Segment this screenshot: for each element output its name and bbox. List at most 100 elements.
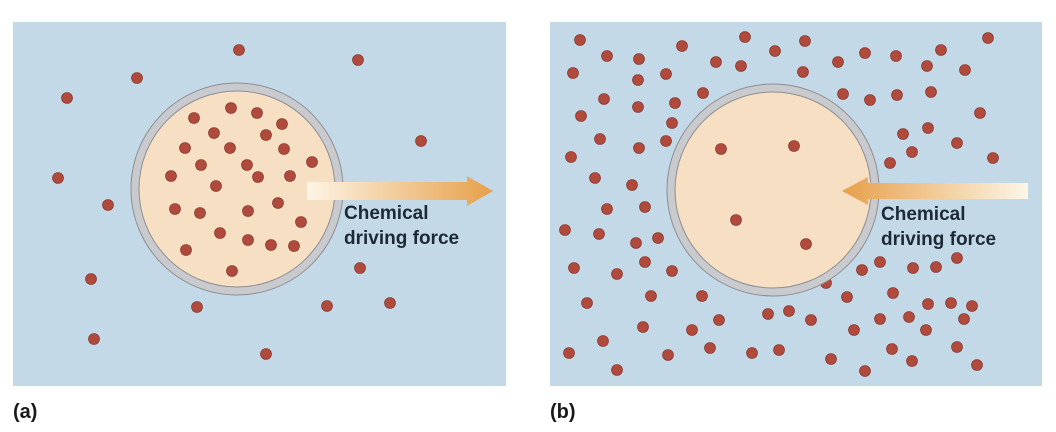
panel-a-outside-particle	[191, 301, 203, 313]
panel-a-inside-particle	[208, 127, 220, 139]
panel-b-outside-particle	[890, 50, 902, 62]
panel-a-cell-interior	[139, 91, 335, 287]
panel-b-outside-particle	[841, 291, 853, 303]
panel-b-outside-particle	[797, 66, 809, 78]
panel-b-outside-particles	[559, 31, 999, 377]
panel-a-inside-particle	[188, 112, 200, 124]
panel-a-inside-particle	[295, 216, 307, 228]
panel-b-outside-particle	[859, 365, 871, 377]
panel-b-outside-particle	[832, 56, 844, 68]
panel-b-outside-particle	[594, 133, 606, 145]
panel-b-arrow-label-line2: driving force	[881, 229, 996, 250]
panel-b-outside-particle	[710, 56, 722, 68]
panel-b-outside-particle	[907, 262, 919, 274]
panel-a-inside-particle	[276, 118, 288, 130]
panel-b-outside-particle	[762, 308, 774, 320]
panel-b-outside-particle	[769, 45, 781, 57]
panel-b-outside-particle	[848, 324, 860, 336]
panel-a-outside-particle	[88, 333, 100, 345]
panel-b-outside-particle	[639, 256, 651, 268]
panel-a-outside-particle	[102, 199, 114, 211]
panel-b-inside-particle	[800, 238, 812, 250]
panel-a-inside-particle	[278, 143, 290, 155]
panel-a-arrow-label-line1: Chemical	[344, 203, 428, 224]
panel-a: Chemical driving force	[13, 22, 506, 386]
panel-b-outside-particle	[735, 60, 747, 72]
panel-b-outside-particle	[966, 300, 978, 312]
panel-b-outside-particle	[652, 232, 664, 244]
panel-b-outside-particle	[945, 297, 957, 309]
panel-b-outside-particle	[697, 87, 709, 99]
panel-a-inside-particles	[165, 102, 318, 277]
panel-a-outside-particle	[61, 92, 73, 104]
panel-b-cell-interior	[675, 92, 871, 288]
panel-a-driving-force-arrow	[307, 176, 493, 206]
panel-b-driving-force-arrow	[842, 177, 1028, 205]
panel-a-inside-particle	[260, 129, 272, 141]
panel-b-outside-particle	[922, 122, 934, 134]
panel-a-inside-particle	[265, 239, 277, 251]
panel-b-outside-particle	[639, 201, 651, 213]
panel-a-outside-particle	[321, 300, 333, 312]
panel-b-outside-particle	[974, 107, 986, 119]
panel-b-outside-particle	[666, 265, 678, 277]
panel-b-outside-particle	[739, 31, 751, 43]
panel-b-outside-particle	[567, 67, 579, 79]
panel-b-outside-particle	[662, 349, 674, 361]
panel-a-inside-particle	[169, 203, 181, 215]
panel-b-outside-particle	[859, 47, 871, 59]
panel-b-outside-particle	[637, 321, 649, 333]
panel-b-outside-particle	[601, 203, 613, 215]
panel-b-outside-particle	[626, 179, 638, 191]
panel-b-outside-particle	[660, 135, 672, 147]
panel-b-outside-particle	[951, 341, 963, 353]
panel-b-outside-particle	[666, 117, 678, 129]
panel-a-label: (a)	[13, 401, 37, 423]
panel-b-outside-particle	[581, 297, 593, 309]
panel-b-outside-particle	[783, 305, 795, 317]
panel-a-inside-particle	[242, 234, 254, 246]
panel-b-outside-particle	[660, 68, 672, 80]
panel-b-outside-particle	[825, 353, 837, 365]
panel-b-outside-particle	[696, 290, 708, 302]
panel-a-outside-particle	[52, 172, 64, 184]
panel-b-outside-particle	[935, 44, 947, 56]
panel-a-inside-particle	[214, 227, 226, 239]
panel-a-arrow-label-line2: driving force	[344, 228, 459, 249]
panel-b-outside-particle	[921, 60, 933, 72]
panel-a-inside-particle	[195, 159, 207, 171]
panel-b-outside-particle	[930, 261, 942, 273]
panel-a-inside-particle	[224, 142, 236, 154]
panel-b-outside-particle	[676, 40, 688, 52]
panel-b-outside-particle	[559, 224, 571, 236]
panel-a-outside-particle	[85, 273, 97, 285]
panel-b-outside-particle	[589, 172, 601, 184]
panel-b-outside-particle	[958, 313, 970, 325]
panel-a-inside-particle	[210, 180, 222, 192]
panel-a-inside-particle	[226, 265, 238, 277]
panel-b-outside-particle	[746, 347, 758, 359]
panel-b-outside-particle	[874, 256, 886, 268]
panel-a-inside-particle	[288, 240, 300, 252]
panel-b-outside-particle	[856, 264, 868, 276]
panel-b-outside-particle	[611, 268, 623, 280]
panel-a-outside-particle	[352, 54, 364, 66]
panel-b-outside-particle	[575, 110, 587, 122]
panel-a-inside-particle	[272, 197, 284, 209]
panel-b-outside-particle	[568, 262, 580, 274]
panel-b-outside-particle	[864, 94, 876, 106]
panel-b: Chemical driving force	[550, 22, 1042, 386]
panel-b-outside-particle	[982, 32, 994, 44]
panel-b-arrow-label-line1: Chemical	[881, 204, 965, 225]
panel-b-outside-particle	[574, 34, 586, 46]
panel-b-outside-particle	[632, 101, 644, 113]
panel-b-outside-particle	[593, 228, 605, 240]
panel-a-inside-particle	[194, 207, 206, 219]
panel-b-outside-particle	[632, 74, 644, 86]
panel-a-inside-particle	[180, 244, 192, 256]
panel-b-outside-particle	[906, 355, 918, 367]
panel-b-outside-particle	[799, 35, 811, 47]
panel-a-inside-particle	[225, 102, 237, 114]
panel-b-outside-particle	[686, 324, 698, 336]
